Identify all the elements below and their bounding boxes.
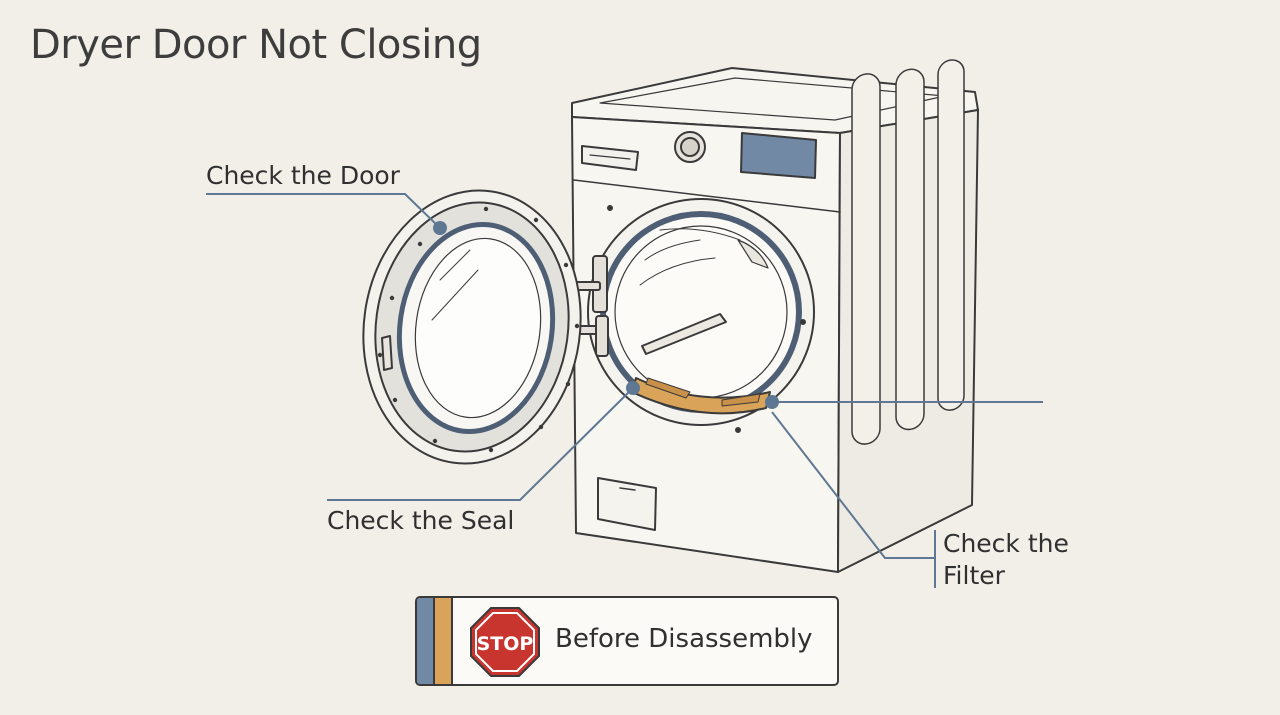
seal-callout-label: Check the Seal [327,506,515,535]
drum-vent [737,239,769,269]
stop-sign-icon: STOP [470,607,540,677]
seal-callout-line [327,387,634,501]
banner-stripe-gold [435,598,453,684]
drum-baffle [641,313,727,355]
service-flap [597,477,657,531]
stop-sign-label: STOP [477,633,534,655]
door-callout-dot [433,221,447,235]
door-handle [381,335,393,371]
banner-stripe-blue [417,598,435,684]
filter-callout-label: Check the Filter [943,528,1069,592]
seal-callout-dot [626,381,640,395]
filter-callout-label-line2: Filter [943,561,1005,590]
filter-callout-line [771,411,935,559]
page-title: Dryer Door Not Closing [30,22,482,68]
detergent-drawer [581,145,639,171]
door-callout-line [206,193,441,229]
stop-banner: STOP Before Disassembly [415,596,839,686]
door-callout-label: Check the Door [206,161,400,190]
filter-callout-dot [765,395,779,409]
display-panel [740,132,817,179]
filter-callout-label-line1: Check the [943,529,1069,558]
banner-text: Before Disassembly [555,624,813,654]
